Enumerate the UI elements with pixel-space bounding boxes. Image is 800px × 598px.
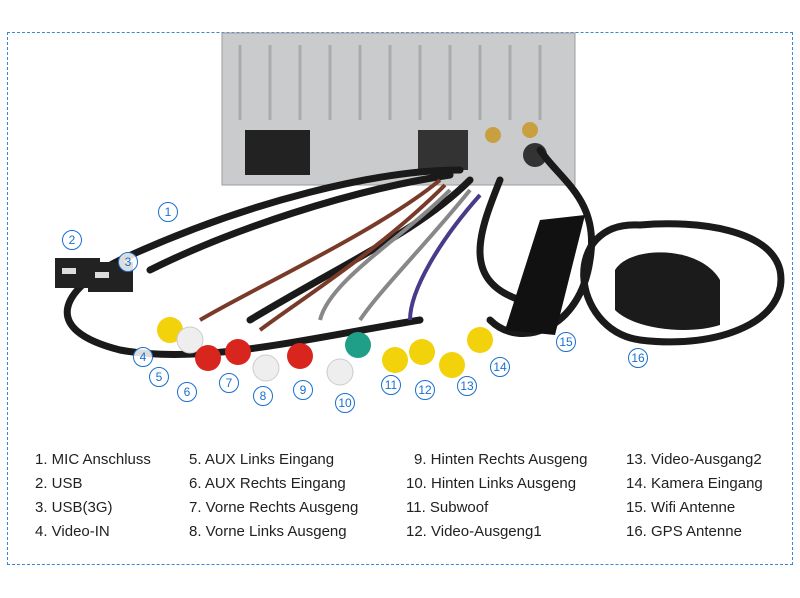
wifi-antenna (505, 215, 585, 335)
legend-item: 2. USB (35, 475, 83, 492)
legend: 1. MIC Anschluss 2. USB 3. USB(3G) 4. Vi… (0, 448, 800, 548)
legend-item: 16. GPS Antenne (626, 523, 742, 540)
callout-14: 14 (490, 357, 510, 377)
legend-item: 14. Kamera Eingang (626, 475, 763, 492)
legend-item: 8. Vorne Links Ausgeng (189, 523, 347, 540)
legend-item: 11. Subwoof (406, 499, 489, 516)
callout-10: 10 (335, 393, 355, 413)
legend-column-2: 5. AUX Links Eingang 6. AUX Rechts Einga… (189, 448, 358, 544)
colored-wires (198, 178, 482, 332)
callout-13: 13 (457, 376, 477, 396)
legend-item: 5. AUX Links Eingang (189, 451, 335, 468)
legend-column-3: 9. Hinten Rechts Ausgeng 10. Hinten Link… (406, 448, 587, 544)
callout-2: 2 (62, 230, 82, 250)
callout-16: 16 (628, 348, 648, 368)
legend-item: 1. MIC Anschluss (35, 451, 151, 468)
legend-item: 10. Hinten Links Ausgeng (406, 475, 577, 492)
callout-9: 9 (293, 380, 313, 400)
callout-6: 6 (177, 382, 197, 402)
gps-antenna (615, 252, 720, 330)
legend-item: 4. Video-IN (35, 523, 110, 540)
legend-item: 13. Video-Ausgang2 (626, 451, 762, 468)
callout-7: 7 (219, 373, 239, 393)
product-photo (55, 32, 785, 386)
legend-item: 3. USB(3G) (35, 499, 113, 516)
usb-ports (55, 258, 133, 292)
legend-item: 6. AUX Rechts Eingang (189, 475, 346, 492)
callout-3: 3 (118, 252, 138, 272)
rca-plugs (157, 317, 493, 386)
legend-item: 9. Hinten Rechts Ausgeng (414, 451, 588, 468)
callout-4: 4 (133, 347, 153, 367)
callout-1: 1 (158, 202, 178, 222)
callout-15: 15 (556, 332, 576, 352)
head-unit-chassis (221, 32, 576, 186)
callout-8: 8 (253, 386, 273, 406)
legend-column-1: 1. MIC Anschluss 2. USB 3. USB(3G) 4. Vi… (35, 448, 151, 544)
callout-5: 5 (149, 367, 169, 387)
callout-12: 12 (415, 380, 435, 400)
legend-item: 15. Wifi Antenne (626, 499, 736, 516)
legend-column-4: 13. Video-Ausgang2 14. Kamera Eingang 15… (626, 448, 763, 544)
legend-item: 12. Video-Ausgeng1 (406, 523, 542, 540)
cable-harness (64, 146, 785, 359)
callout-11: 11 (381, 375, 401, 395)
legend-item: 7. Vorne Rechts Ausgeng (189, 499, 359, 516)
